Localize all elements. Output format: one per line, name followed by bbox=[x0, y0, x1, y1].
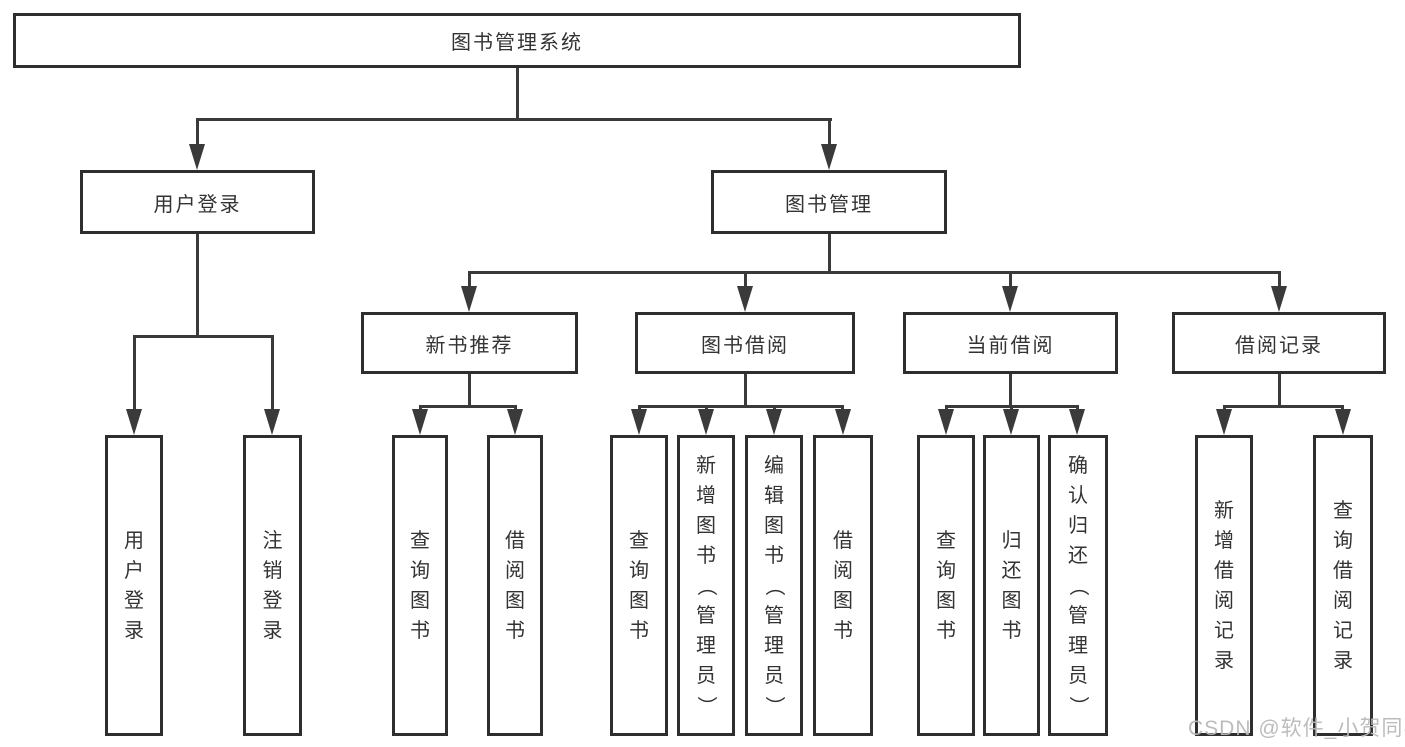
node-leaf-user-login: 用户登录 bbox=[105, 435, 163, 736]
node-label: 归还图书 bbox=[1001, 529, 1022, 642]
arrow-down-icon bbox=[461, 286, 477, 312]
connector-line bbox=[196, 118, 832, 121]
arrow-down-icon bbox=[507, 409, 523, 435]
arrow-down-icon bbox=[821, 144, 837, 170]
node-label: 当前借阅 bbox=[966, 334, 1055, 357]
node-leaf-borrow-query-book: 查询图书 bbox=[610, 435, 668, 736]
connector-line bbox=[196, 118, 199, 148]
node-label: 图书借阅 bbox=[701, 334, 789, 357]
connector-line bbox=[1009, 374, 1012, 408]
node-label: 借阅图书 bbox=[505, 529, 525, 642]
node-borrow-record: 借阅记录 bbox=[1172, 312, 1386, 374]
arrow-down-icon bbox=[126, 409, 142, 435]
node-label: 图书管理系统 bbox=[451, 32, 583, 54]
node-leaf-borrow-edit-book-admin: 编辑图书（管理员） bbox=[745, 435, 803, 736]
connector-line bbox=[1278, 271, 1281, 289]
connector-line bbox=[1223, 405, 1344, 408]
arrow-down-icon bbox=[1069, 409, 1085, 435]
connector-line bbox=[468, 271, 1281, 274]
arrow-down-icon bbox=[698, 409, 714, 435]
node-leaf-current-confirm-return-admin: 确认归还（管理员） bbox=[1048, 435, 1108, 736]
node-leaf-borrow-borrow-book: 借阅图书 bbox=[813, 435, 873, 736]
arrow-down-icon bbox=[189, 144, 205, 170]
connector-line bbox=[828, 118, 831, 148]
connector-line bbox=[828, 234, 831, 274]
node-label: 查询图书 bbox=[936, 529, 956, 642]
connector-line bbox=[468, 271, 471, 289]
arrow-down-icon bbox=[1002, 286, 1018, 312]
node-label: 借阅记录 bbox=[1235, 334, 1323, 357]
arrow-down-icon bbox=[766, 409, 782, 435]
arrow-down-icon bbox=[1003, 409, 1019, 435]
node-label: 确认归还（管理员） bbox=[1067, 454, 1089, 716]
node-label: 用户登录 bbox=[124, 529, 144, 642]
node-user-login: 用户登录 bbox=[80, 170, 315, 234]
connector-line bbox=[133, 335, 136, 412]
connector-line bbox=[516, 68, 519, 121]
node-leaf-record-add-borrow-record: 新增借阅记录 bbox=[1195, 435, 1253, 736]
node-label: 查询图书 bbox=[410, 529, 430, 642]
connector-line bbox=[419, 405, 517, 408]
node-book-borrow: 图书借阅 bbox=[635, 312, 855, 374]
arrow-down-icon bbox=[1335, 409, 1351, 435]
arrow-down-icon bbox=[835, 409, 851, 435]
arrow-down-icon bbox=[631, 409, 647, 435]
arrow-down-icon bbox=[1271, 286, 1287, 312]
connector-line bbox=[271, 335, 274, 412]
node-leaf-current-return-book: 归还图书 bbox=[983, 435, 1040, 736]
node-label: 新增图书（管理员） bbox=[695, 454, 717, 716]
node-label: 新增借阅记录 bbox=[1214, 499, 1234, 672]
connector-line bbox=[196, 234, 199, 338]
node-leaf-recommend-borrow-book: 借阅图书 bbox=[487, 435, 543, 736]
node-label: 借阅图书 bbox=[833, 529, 853, 642]
node-leaf-recommend-query-book: 查询图书 bbox=[392, 435, 448, 736]
connector-line bbox=[1009, 271, 1012, 289]
node-label: 编辑图书（管理员） bbox=[763, 454, 785, 716]
connector-line bbox=[133, 335, 274, 338]
connector-line bbox=[638, 405, 844, 408]
arrow-down-icon bbox=[264, 409, 280, 435]
connector-line bbox=[1278, 374, 1281, 408]
connector-line bbox=[468, 374, 471, 408]
connector-line bbox=[744, 374, 747, 408]
node-label: 注销登录 bbox=[262, 529, 283, 642]
node-label: 查询借阅记录 bbox=[1333, 499, 1353, 672]
node-leaf-logout: 注销登录 bbox=[243, 435, 302, 736]
node-label: 查询图书 bbox=[629, 529, 649, 642]
watermark: CSDN @软件_小贺同学 bbox=[1188, 717, 1405, 740]
node-library-management-system: 图书管理系统 bbox=[13, 13, 1021, 68]
node-book-management: 图书管理 bbox=[711, 170, 947, 234]
node-new-book-recommend: 新书推荐 bbox=[361, 312, 578, 374]
arrow-down-icon bbox=[938, 409, 954, 435]
arrow-down-icon bbox=[1216, 409, 1232, 435]
arrow-down-icon bbox=[737, 286, 753, 312]
arrow-down-icon bbox=[412, 409, 428, 435]
node-label: 用户登录 bbox=[153, 193, 242, 216]
connector-line bbox=[744, 271, 747, 289]
node-label: 图书管理 bbox=[785, 193, 873, 216]
node-current-borrow: 当前借阅 bbox=[903, 312, 1118, 374]
node-leaf-borrow-add-book-admin: 新增图书（管理员） bbox=[677, 435, 735, 736]
node-leaf-record-query-borrow-record: 查询借阅记录 bbox=[1313, 435, 1373, 736]
node-leaf-current-query-book: 查询图书 bbox=[917, 435, 975, 736]
node-label: 新书推荐 bbox=[425, 334, 514, 357]
